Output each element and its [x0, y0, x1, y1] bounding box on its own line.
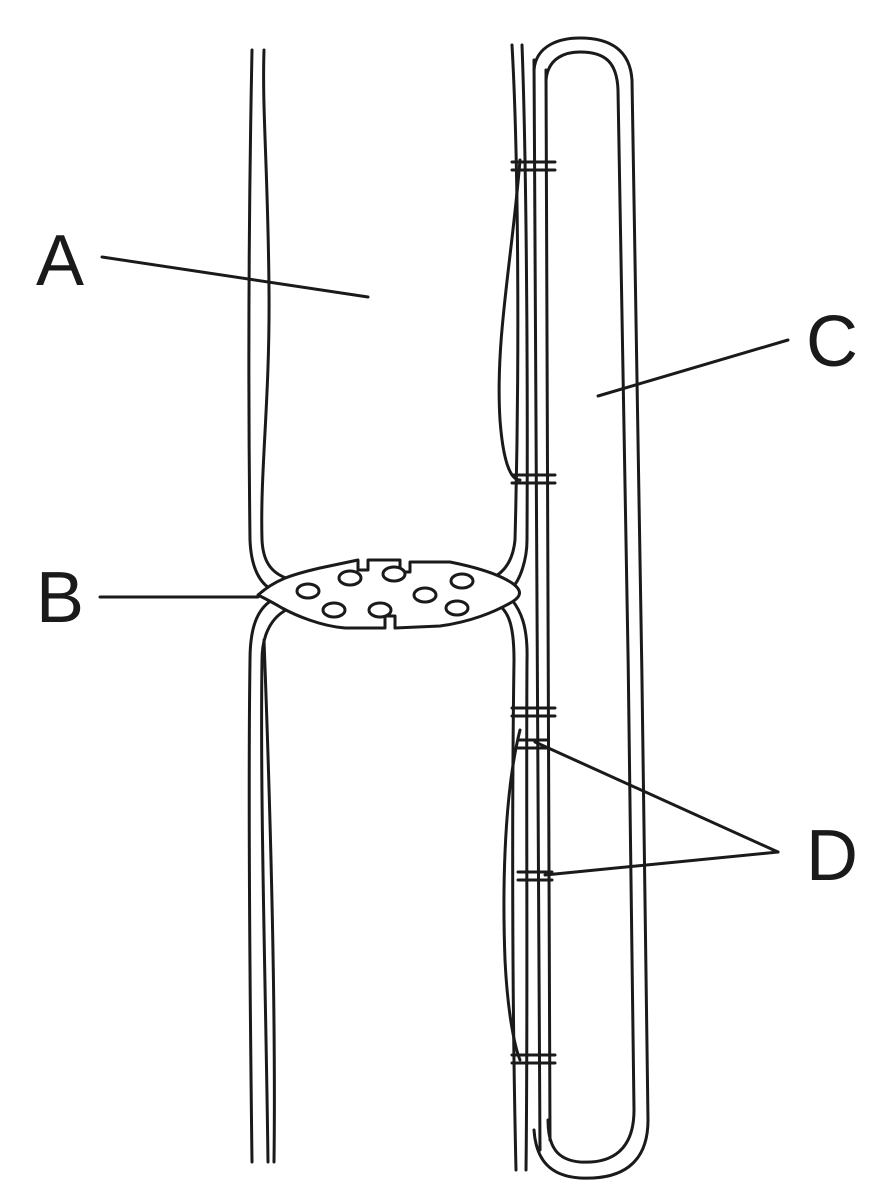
band-3	[510, 706, 557, 718]
leader-d-bottom	[543, 850, 780, 877]
pit-pore	[337, 569, 363, 587]
label-a: A	[36, 221, 84, 301]
pit-pore	[321, 601, 347, 619]
pit-pore	[449, 572, 475, 590]
right-cell-membrane-strand	[532, 58, 542, 1152]
band-4	[516, 738, 550, 750]
right-cell-outer-boundary	[532, 36, 650, 1180]
right-cell-inner-boundary	[544, 50, 636, 1164]
left-cell-wall-upper	[247, 48, 288, 592]
middle-cell-wall-upper	[490, 43, 529, 590]
left-cell-wall-lower	[247, 598, 288, 1164]
band-1	[510, 160, 557, 172]
pit-pore	[367, 601, 393, 619]
label-c: C	[806, 302, 858, 382]
label-b: B	[36, 558, 84, 638]
leader-lines	[98, 255, 790, 877]
leader-c	[596, 338, 790, 398]
pit-pore	[412, 586, 438, 604]
leader-d-top	[533, 740, 780, 854]
strand-bands	[510, 160, 557, 1065]
middle-cell-wall-lower	[498, 598, 529, 1172]
band-5	[516, 870, 554, 882]
pit-field	[256, 558, 521, 630]
pit-pore	[295, 582, 321, 600]
band-6	[510, 1053, 557, 1065]
pit-pore	[381, 565, 407, 583]
label-d: D	[806, 816, 858, 896]
band-2	[510, 473, 557, 485]
pit-pore	[444, 599, 470, 617]
right-cell-membrane-strand-2	[544, 68, 552, 1142]
leader-a	[100, 255, 370, 299]
